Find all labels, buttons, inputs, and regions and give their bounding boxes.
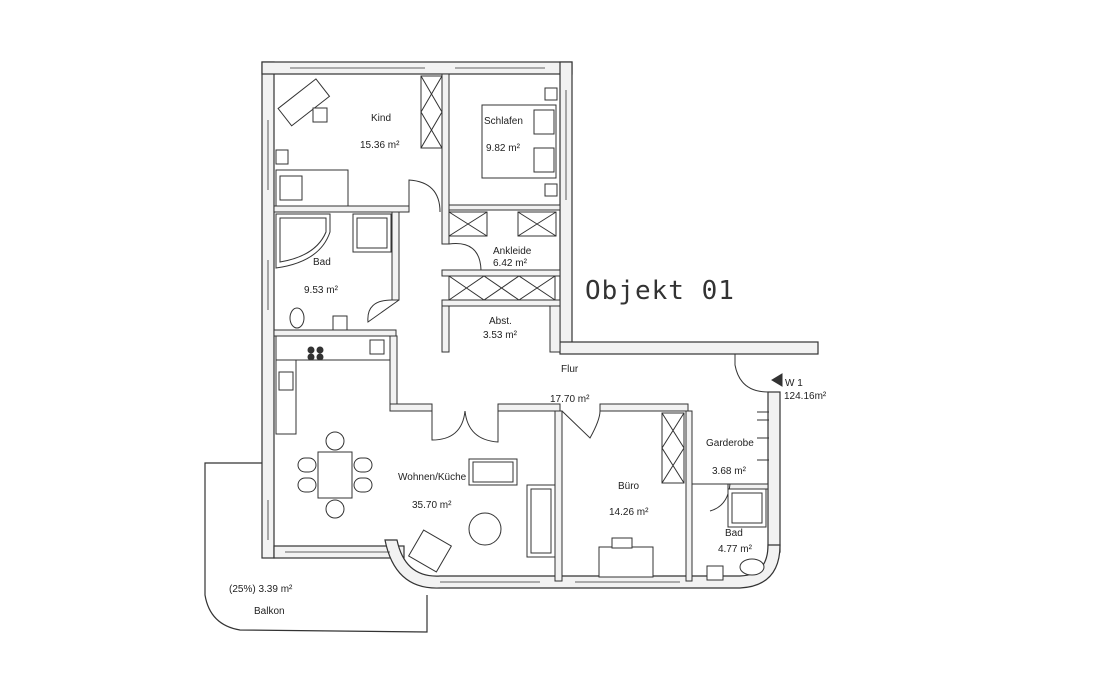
- room-labels: Kind 15.36 m² Schlafen 9.82 m² Ankleide …: [229, 113, 827, 617]
- bad1-area: 9.53 m²: [304, 285, 339, 296]
- object-title: Objekt 01: [585, 276, 735, 306]
- unit-name: W 1: [785, 378, 803, 389]
- ankleide-area: 6.42 m²: [493, 258, 528, 269]
- garderobe-area: 3.68 m²: [712, 466, 747, 477]
- unit-area: 124.16m²: [784, 391, 827, 402]
- schlafen-name: Schlafen: [484, 116, 523, 127]
- balcony-outline: [204, 462, 428, 633]
- doors: [367, 179, 769, 512]
- wohnen-area: 35.70 m²: [412, 500, 452, 511]
- windows: [267, 67, 680, 583]
- schlafen-area: 9.82 m²: [486, 143, 521, 154]
- bad1-name: Bad: [313, 257, 331, 268]
- abst-name: Abst.: [489, 316, 512, 327]
- abst-area: 3.53 m²: [483, 330, 518, 341]
- balkon-name: Balkon: [254, 606, 285, 617]
- bad2-name: Bad: [725, 528, 743, 539]
- wohnen-name: Wohnen/Küche: [398, 472, 467, 483]
- flur-name: Flur: [561, 364, 579, 375]
- flur-area: 17.70 m²: [550, 394, 590, 405]
- balkon-area: (25%) 3.39 m²: [229, 584, 293, 595]
- outer-walls: [261, 61, 819, 589]
- bad2-area: 4.77 m²: [718, 544, 753, 555]
- wardrobes: [420, 75, 685, 484]
- kind-area: 15.36 m²: [360, 140, 400, 151]
- garderobe-name: Garderobe: [706, 438, 754, 449]
- ankleide-name: Ankleide: [493, 246, 532, 257]
- kind-name: Kind: [371, 113, 391, 124]
- inner-walls: [273, 73, 769, 582]
- furniture: [275, 78, 783, 581]
- buero-area: 14.26 m²: [609, 507, 649, 518]
- buero-name: Büro: [618, 481, 640, 492]
